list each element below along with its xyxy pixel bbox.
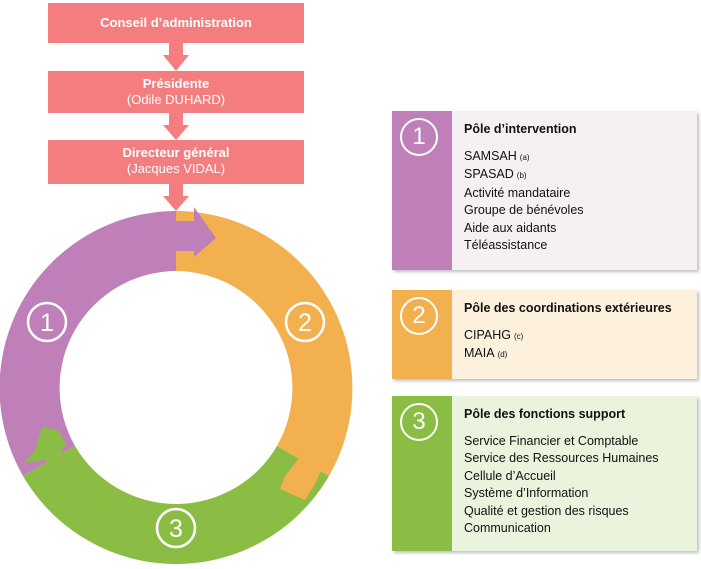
pole-coordinations-card: 2 Pôle des coordinations extérieures CIP…: [392, 290, 697, 379]
pole-item: SAMSAH(a): [464, 148, 530, 163]
conseil-administration-title: Conseil d’administration: [100, 15, 252, 30]
svg-text:2: 2: [298, 309, 312, 337]
cycle-segment-2: [176, 211, 353, 476]
pole-item: Aide aux aidants: [464, 220, 557, 235]
pole-title: Pôle des coordinations extérieures: [464, 301, 672, 315]
cycle-badge-2: 2: [284, 301, 326, 343]
cycle-arrow-icon: [176, 207, 216, 257]
pole-body: Pôle des coordinations extérieures CIPAH…: [452, 290, 697, 379]
down-arrow-icon: [163, 184, 189, 211]
pole-item: Activité mandataire: [464, 185, 571, 200]
svg-text:1: 1: [40, 309, 54, 337]
pole-item: Qualité et gestion des risques: [464, 503, 629, 518]
number-badge: 3: [400, 403, 438, 441]
cycle-arrow-icon: [24, 427, 66, 464]
directeur-name: (Jacques VIDAL): [126, 161, 226, 176]
conseil-administration-box: Conseil d’administration: [48, 3, 304, 43]
pole-item: MAIA(d): [464, 346, 508, 360]
pole-intervention-card: 1 Pôle d’intervention SAMSAH(a) SPASAD(b…: [392, 111, 697, 270]
cycle-arrow-icon: [280, 458, 323, 500]
cycle-diagram: 1 2 3: [0, 43, 353, 565]
down-arrow-icon: [163, 43, 189, 71]
pole-side-band: 1: [392, 111, 452, 270]
pole-body: Pôle des fonctions support Service Finan…: [452, 396, 697, 551]
pole-title: Pôle d’intervention: [464, 122, 577, 136]
pole-side-band: 2: [392, 290, 452, 379]
cycle-badge-1: 1: [26, 301, 68, 343]
pole-item: Cellule d’Accueil: [464, 468, 556, 483]
pole-item: Groupe de bénévoles: [464, 203, 584, 217]
pole-item: Système d’Information: [464, 486, 589, 500]
number-badge: 1: [400, 118, 438, 156]
pole-item: SPASAD(b): [464, 167, 527, 181]
note-ref: (c): [514, 331, 524, 341]
pole-item: CIPAHG(c): [464, 327, 524, 342]
down-arrow-icon: [163, 113, 189, 140]
pole-item: Service des Ressources Humaines: [464, 451, 659, 465]
pole-fonctions-support-card: 3 Pôle des fonctions support Service Fin…: [392, 396, 697, 551]
directeur-box: Directeur général (Jacques VIDAL): [48, 140, 304, 184]
pole-body: Pôle d’intervention SAMSAH(a) SPASAD(b) …: [452, 111, 697, 270]
note-ref: (a): [519, 152, 530, 162]
cycle-segment-3: [23, 446, 329, 565]
presidente-name: (Odile DUHARD): [126, 92, 226, 107]
pole-item: Communication: [464, 521, 551, 535]
svg-text:3: 3: [169, 515, 183, 543]
cycle-segment-1: [0, 211, 176, 476]
note-ref: (b): [516, 171, 527, 180]
presidente-title: Présidente: [142, 76, 210, 91]
cycle-badge-3: 3: [155, 507, 197, 549]
pole-item: Téléassistance: [464, 238, 548, 252]
note-ref: (d): [497, 350, 508, 359]
pole-item: Service Financier et Comptable: [464, 433, 639, 448]
pole-title: Pôle des fonctions support: [464, 407, 626, 421]
presidente-box: Présidente (Odile DUHARD): [48, 71, 304, 113]
pole-side-band: 3: [392, 396, 452, 551]
number-badge: 2: [400, 297, 438, 335]
directeur-title: Directeur général: [122, 145, 230, 160]
